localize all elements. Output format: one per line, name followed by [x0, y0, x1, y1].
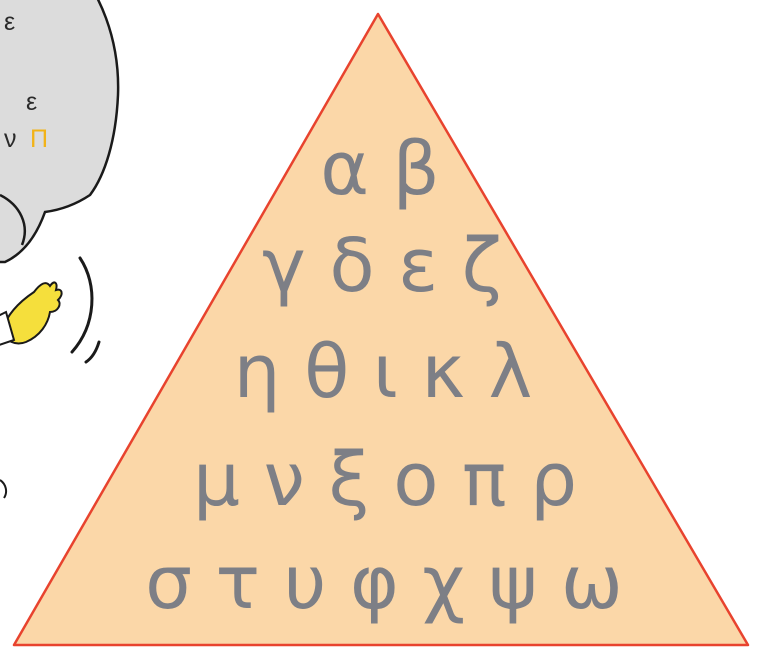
pyramid-row-5: σ τ υ φ χ ψ ω — [145, 540, 623, 626]
edge-fragment — [0, 479, 8, 499]
pyramid-triangle — [12, 12, 750, 647]
motion-line-icon — [70, 256, 94, 354]
speech-bubble: ε ε ν Π — [0, 0, 120, 264]
pyramid-row-4: μ ν ξ ο π ρ — [193, 437, 577, 523]
bubble-line-2: ε — [26, 88, 37, 116]
pyramid-row-1: α β — [320, 126, 440, 212]
speech-bubble-shape — [0, 0, 120, 264]
speech-bubble-tail — [0, 193, 27, 246]
waving-hand-icon — [0, 256, 101, 364]
alphabet-pyramid: α β γ δ ε ζ η θ ι κ λ μ ν ξ ο π ρ σ τ υ … — [12, 12, 750, 647]
hand-sleeve-icon — [0, 310, 16, 346]
bubble-line-3: ν — [4, 125, 17, 153]
motion-tick-icon — [84, 340, 101, 364]
pyramid-row-2: γ δ ε ζ — [262, 223, 502, 309]
hand-icon — [0, 281, 63, 345]
bubble-highlight-letter: Π — [30, 125, 48, 153]
pyramid-row-3: η θ ι κ λ — [234, 329, 533, 415]
bubble-line-1: ε — [4, 8, 15, 36]
